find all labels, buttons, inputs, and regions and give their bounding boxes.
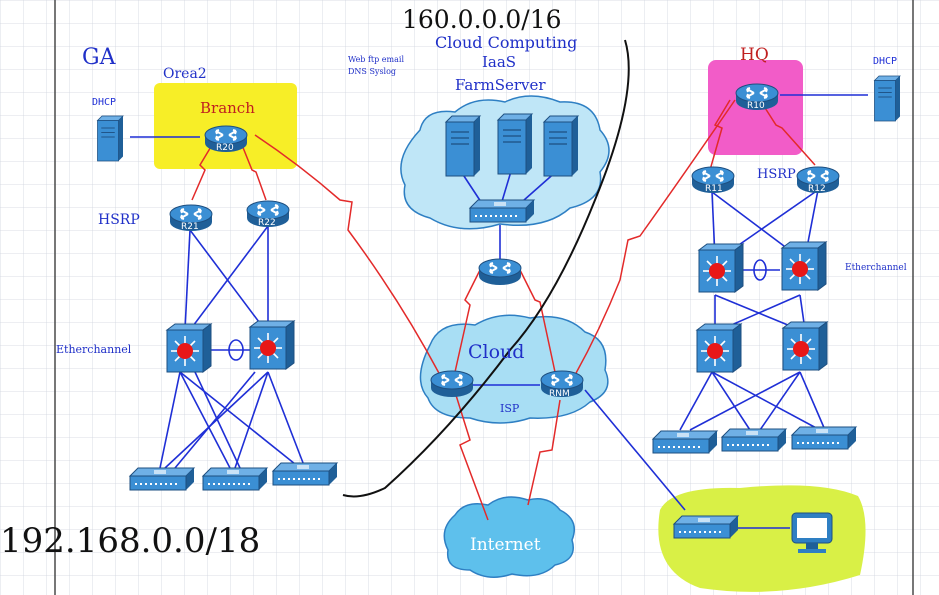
scope-boundary-arc [342, 39, 630, 498]
access-switch-right-3 [791, 426, 857, 450]
hsrp-label-right: HSRP [757, 167, 796, 182]
ga-label: GA [82, 45, 117, 70]
router-r10-label: R10 [747, 101, 765, 111]
router-r22-label: R22 [258, 218, 276, 228]
l3-switch-right-d [782, 321, 828, 371]
etherchannel-loop-left [228, 339, 244, 361]
router-farm-edge [478, 258, 522, 286]
internet-label: Internet [470, 535, 541, 555]
isp-label: ISP [500, 402, 520, 415]
l3-switch-left-a [166, 323, 212, 373]
l3-switch-right-b [781, 241, 827, 291]
access-switch-left-2 [202, 467, 268, 491]
access-switch-right-2 [721, 428, 787, 452]
cloud-computing-label: Cloud Computing [435, 33, 577, 52]
farm-server-3 [543, 115, 579, 177]
dhcp-server-left [97, 115, 124, 162]
hsrp-label-left: HSRP [98, 212, 140, 228]
farm-server-1 [445, 115, 481, 177]
router-r21-label: R21 [181, 222, 199, 232]
farm-server-2 [497, 113, 533, 175]
dhcp-server-right [874, 75, 901, 122]
etherchannel-label-left: Etherchannel [56, 343, 132, 356]
wan-links [191, 99, 816, 521]
services-label-line1: Web ftp email [348, 55, 404, 64]
ip-range-bottom: 192.168.0.0/18 [0, 521, 260, 561]
access-switch-remote [673, 515, 739, 539]
cloud-isp-label: Cloud [468, 341, 524, 363]
router-r12-label: R12 [808, 184, 826, 194]
lan-links [130, 94, 868, 529]
farm-server-label: FarmServer [455, 76, 546, 94]
dhcp-server-right-label: DHCP [873, 56, 897, 67]
l3-switch-right-a [698, 243, 744, 293]
access-switch-farm [469, 199, 535, 223]
router-r11-label: R11 [705, 184, 723, 194]
router-r20-label: R20 [216, 143, 234, 153]
pc-workstation-icon [791, 512, 833, 553]
l3-switch-right-c [696, 323, 742, 373]
access-switch-left-1 [129, 467, 195, 491]
dhcp-server-left-label: DHCP [92, 97, 116, 108]
internet-cloud [443, 496, 575, 578]
router-isp-left [430, 370, 474, 398]
iaas-label: IaaS [482, 53, 516, 71]
branch-label: Branch [200, 99, 255, 117]
ip-range-top: 160.0.0.0/16 [402, 5, 562, 34]
access-switch-left-3 [272, 462, 338, 486]
l3-switch-left-b [249, 320, 295, 370]
etherchannel-label-right: Etherchannel [845, 263, 907, 273]
services-label-line2: DNS Syslog [348, 67, 396, 76]
hq-label: HQ [740, 45, 769, 65]
area2-label: Orea2 [163, 66, 207, 82]
etherchannel-loop-right [753, 259, 767, 281]
access-switch-right-1 [652, 430, 718, 454]
remote-highlight [658, 485, 866, 592]
router-rnm-label: RNM [549, 389, 570, 399]
